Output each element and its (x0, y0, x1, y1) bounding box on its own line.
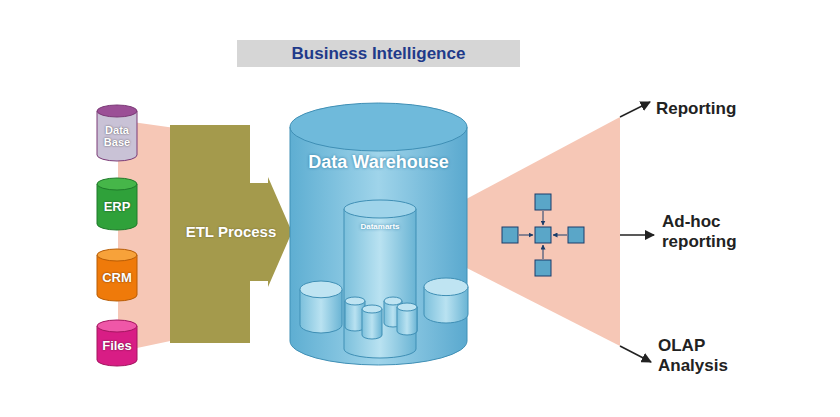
output-label: Ad-hoc reporting (662, 212, 758, 253)
output-arrow (620, 346, 651, 362)
etl-block: ETL Process (170, 125, 292, 343)
node-label: ERP (99, 200, 135, 214)
node-label: Datamarts (346, 223, 414, 232)
data-cylinder (424, 278, 468, 323)
output-label: OLAP Analysis (658, 336, 748, 377)
title-banner: Business Intelligence (237, 40, 520, 67)
database-cylinder: ERP (97, 178, 137, 230)
title: Business Intelligence (292, 44, 466, 64)
database-cylinder: Files (97, 320, 137, 366)
database-cylinder: Data WarehouseDatamarts (290, 103, 467, 365)
database-cylinder: Datamarts (344, 200, 416, 358)
node-label: Files (99, 339, 135, 353)
data-cylinder (397, 303, 417, 335)
output-arrow (620, 102, 650, 117)
database-cylinder: Data Base (97, 105, 137, 161)
output-arrow (620, 234, 654, 236)
output-funnel (455, 117, 620, 346)
data-cylinder (362, 305, 382, 339)
hub-symbol (502, 194, 584, 276)
node-label: ETL Process (174, 224, 288, 241)
node-label: Data Base (99, 124, 135, 148)
output-label: Reporting (656, 99, 776, 119)
node-label: Data Warehouse (292, 153, 465, 173)
data-cylinder (362, 305, 382, 339)
data-cylinder (300, 281, 342, 333)
data-cylinder (397, 303, 417, 335)
database-cylinder: CRM (97, 249, 137, 301)
node-label: CRM (99, 271, 135, 285)
